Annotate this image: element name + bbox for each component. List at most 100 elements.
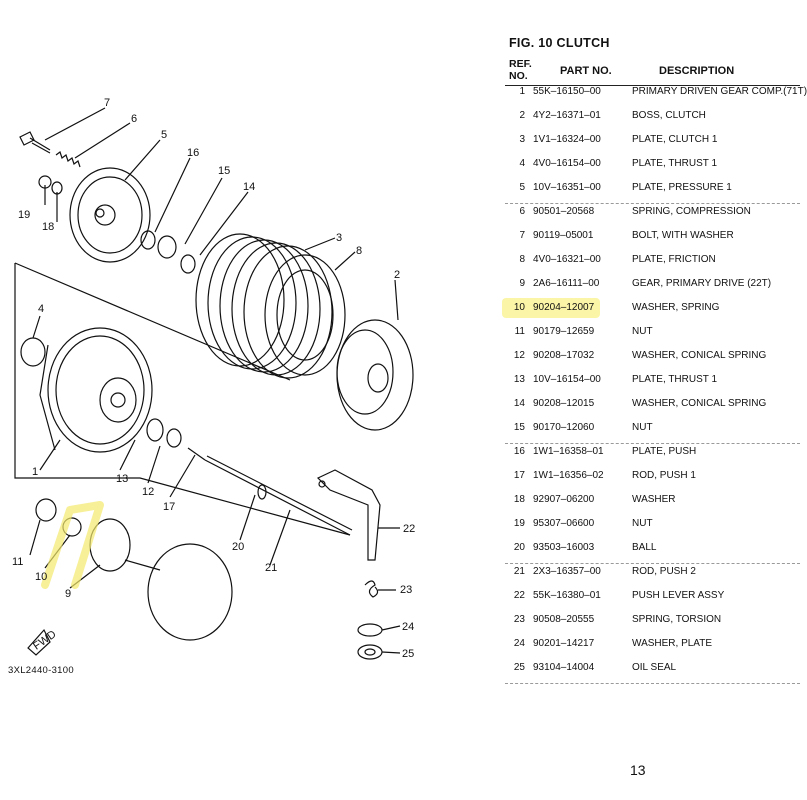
ref-cell: 20 — [513, 542, 525, 553]
ref-cell: 2 — [519, 110, 525, 121]
part-no-cell: 1W1–16358–01 — [533, 446, 604, 457]
description-cell: BOSS, CLUTCH — [632, 110, 706, 121]
part-no-cell: 93503–16003 — [533, 542, 595, 553]
table-row: 12 90208–17032 WASHER, CONICAL SPRING — [505, 344, 800, 368]
fwd-label: FWD — [31, 628, 58, 652]
fwd-arrow-icon: FWD — [27, 628, 59, 656]
part-21-push-rod-2 — [204, 455, 353, 536]
part-no-cell: 90204–12007 — [533, 302, 595, 313]
part-4-thrust-plate — [20, 337, 46, 367]
part-no-cell: 90179–12659 — [533, 326, 595, 337]
svg-text:9: 9 — [65, 588, 71, 600]
svg-text:15: 15 — [218, 165, 230, 177]
table-row: 15 90170–12060 NUT — [505, 416, 800, 440]
part-no-cell: 4Y2–16371–01 — [533, 110, 601, 121]
svg-text:17: 17 — [163, 501, 175, 513]
svg-text:2: 2 — [394, 269, 400, 281]
part-no-cell: 2X3–16357–00 — [533, 566, 601, 577]
table-row: 20 93503–16003 BALL — [505, 536, 800, 560]
assembly-outline — [14, 263, 351, 536]
part-17-push-rod-1 — [187, 447, 206, 461]
ref-cell: 4 — [519, 158, 525, 169]
part-no-cell: 10V–16351–00 — [533, 182, 601, 193]
part-no-cell: 90170–12060 — [533, 422, 595, 433]
part-no-cell: 2A6–16111–00 — [533, 278, 600, 289]
part-no-cell: 90501–20568 — [533, 206, 595, 217]
part-2-clutch-boss — [336, 319, 414, 431]
part-22-push-lever — [316, 469, 381, 561]
description-cell: OIL SEAL — [632, 662, 677, 673]
description-cell: ROD, PUSH 2 — [632, 566, 696, 577]
description-cell: PLATE, FRICTION — [632, 254, 716, 265]
ref-cell: 15 — [513, 422, 525, 433]
svg-text:10: 10 — [35, 571, 47, 583]
table-row: 11 90179–12659 NUT — [505, 320, 800, 344]
description-cell: PLATE, THRUST 1 — [632, 158, 718, 169]
part-15-nut — [157, 235, 177, 259]
assembly-outline-top — [14, 262, 291, 381]
figure-title: FIG. 10 CLUTCH — [509, 36, 610, 50]
svg-text:11: 11 — [12, 556, 23, 568]
description-cell: ROD, PUSH 1 — [632, 470, 696, 481]
description-cell: NUT — [632, 326, 653, 337]
description-cell: BALL — [632, 542, 657, 553]
ref-cell: 11 — [514, 326, 525, 337]
part-1-primary-driven-gear — [39, 327, 153, 453]
part-13-thrust-plate — [146, 418, 164, 442]
description-cell: WASHER, CONICAL SPRING — [632, 398, 767, 409]
part-11-nut — [35, 498, 57, 522]
ref-cell: 7 — [519, 230, 525, 241]
description-cell: SPRING, COMPRESSION — [632, 206, 751, 217]
svg-text:6: 6 — [131, 113, 137, 125]
description-cell: NUT — [632, 518, 653, 529]
description-cell: PLATE, CLUTCH 1 — [632, 134, 718, 145]
svg-text:13: 13 — [116, 473, 128, 485]
svg-text:18: 18 — [42, 221, 54, 233]
crankshaft-part — [124, 543, 233, 641]
row-highlight — [502, 298, 600, 318]
part-24-washer — [357, 623, 383, 637]
description-cell: PLATE, PUSH — [632, 446, 697, 457]
ref-cell: 23 — [513, 614, 525, 625]
part-no-cell: 92907–06200 — [533, 494, 595, 505]
part-no-cell: 90208–12015 — [533, 398, 595, 409]
description-cell: GEAR, PRIMARY DRIVE (22T) — [632, 278, 772, 289]
description-cell: WASHER, CONICAL SPRING — [632, 350, 767, 361]
ref-cell: 10 — [513, 302, 525, 313]
description-cell: BOLT, WITH WASHER — [632, 230, 734, 241]
svg-text:12: 12 — [142, 486, 154, 498]
ref-cell: 9 — [519, 278, 525, 289]
part-no-cell: 93104–14004 — [533, 662, 595, 673]
part-23-torsion-spring — [364, 580, 379, 598]
svg-text:21: 21 — [265, 562, 277, 574]
ref-cell: 12 — [513, 350, 525, 361]
svg-text:25: 25 — [402, 648, 414, 660]
diagram-code: 3XL2440-3100 — [8, 665, 74, 676]
description-cell: NUT — [632, 422, 653, 433]
svg-text:7: 7 — [104, 97, 110, 109]
part-no-cell: 10V–16154–00 — [533, 374, 601, 385]
description-cell: WASHER — [632, 494, 676, 505]
ref-cell: 8 — [519, 254, 525, 265]
svg-text:3: 3 — [336, 232, 342, 244]
group-divider — [505, 683, 800, 684]
svg-text:24: 24 — [402, 621, 414, 633]
header-ref-no: REF.NO. — [509, 58, 532, 82]
part-16-push-plate — [140, 230, 156, 250]
ref-cell: 25 — [513, 662, 525, 673]
part-no-cell: 4V0–16321–00 — [533, 254, 601, 265]
part-6-spring — [55, 151, 81, 168]
description-cell: PLATE, PRESSURE 1 — [632, 182, 732, 193]
ref-cell: 13 — [513, 374, 525, 385]
svg-text:16: 16 — [187, 147, 199, 159]
description-cell: PUSH LEVER ASSY — [632, 590, 725, 601]
part-no-cell: 90208–17032 — [533, 350, 595, 361]
